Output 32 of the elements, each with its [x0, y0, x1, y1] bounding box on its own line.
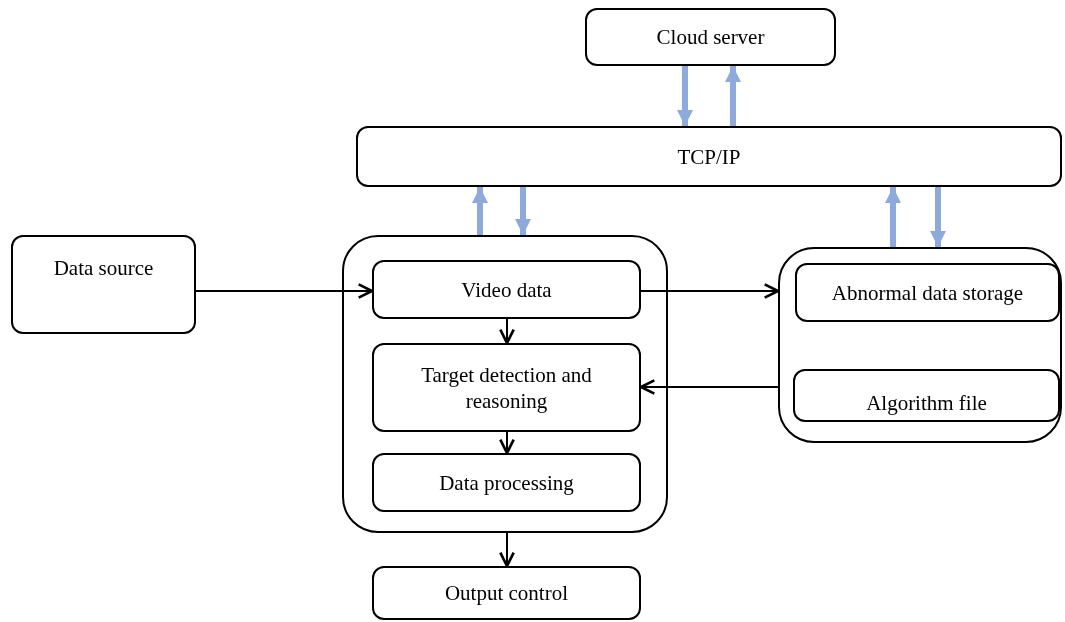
arrow: [640, 283, 780, 299]
group-container: [342, 235, 668, 533]
box-label: Data processing: [438, 469, 575, 496]
arrow: [499, 431, 515, 455]
process-box: [795, 263, 1060, 322]
box-label: TCP/IP: [676, 143, 742, 170]
block-arrow: [930, 187, 946, 247]
group-container: [778, 247, 1062, 443]
arrow: [195, 283, 374, 299]
process-box: [372, 260, 641, 319]
block-arrow: [885, 187, 901, 247]
process-box: [585, 8, 836, 66]
process-box: [356, 126, 1062, 187]
box-label: Target detection and reasoning: [420, 361, 593, 414]
block-arrow: [725, 66, 741, 126]
process-box: [372, 343, 641, 432]
arrow: [639, 379, 779, 395]
block-arrow: [515, 187, 531, 235]
box-label: Video data: [460, 276, 553, 303]
block-arrow: [472, 187, 488, 235]
arrow: [499, 318, 515, 345]
process-box: [372, 566, 641, 620]
box-label: Algorithm file: [865, 390, 988, 416]
box-label: Cloud server: [655, 24, 766, 50]
process-box: [372, 453, 641, 512]
process-box: [11, 235, 196, 334]
arrow: [499, 532, 515, 568]
process-box: [793, 369, 1060, 422]
box-label: Abnormal data storage: [830, 279, 1025, 306]
block-arrow: [677, 66, 693, 126]
box-label: Data source: [52, 255, 155, 281]
box-label: Output control: [443, 580, 570, 606]
